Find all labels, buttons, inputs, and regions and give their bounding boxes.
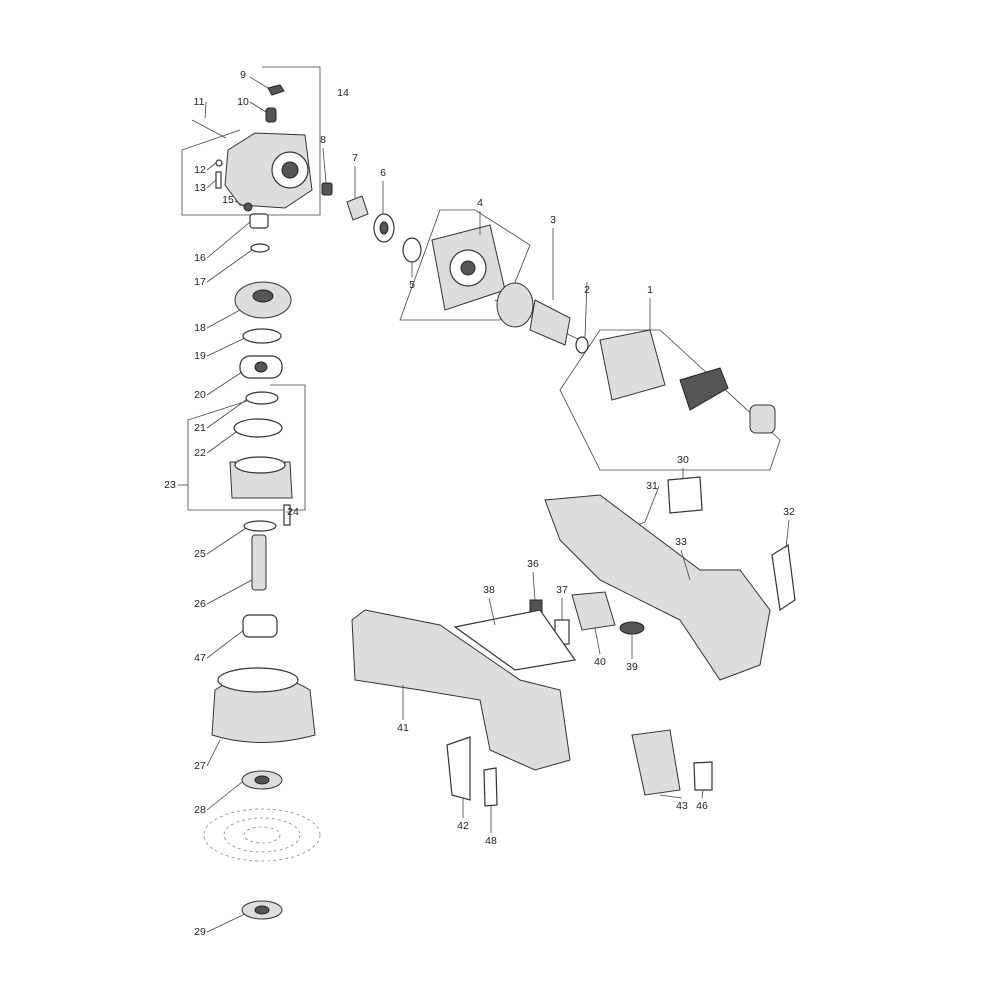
part-label-5: 5 [409, 279, 415, 291]
part-label-15: 15 [222, 194, 234, 206]
part-label-23: 23 [164, 479, 176, 491]
part-label-37: 37 [556, 584, 568, 596]
part-label-48: 48 [485, 835, 497, 847]
part-label-28: 28 [194, 804, 206, 816]
part-label-13: 13 [194, 182, 206, 194]
part-label-38: 38 [483, 584, 495, 596]
part-label-30: 30 [677, 454, 689, 466]
part-label-21: 21 [194, 422, 206, 434]
part-label-3: 3 [550, 214, 556, 226]
part-label-41: 41 [397, 722, 409, 734]
part-label-29: 29 [194, 926, 206, 938]
part-label-12: 12 [194, 164, 206, 176]
part-label-26: 26 [194, 598, 206, 610]
part-label-9: 9 [240, 69, 246, 81]
gear-housing [191, 84, 313, 212]
housing-parts [351, 476, 796, 807]
spindle-parts [203, 213, 321, 920]
part-label-27: 27 [194, 760, 206, 772]
part-label-33: 33 [675, 536, 687, 548]
part-label-19: 19 [194, 350, 206, 362]
part-label-46: 46 [696, 800, 708, 812]
part-label-10: 10 [237, 96, 249, 108]
part-label-11: 11 [194, 96, 205, 108]
part-label-14: 14 [337, 87, 349, 99]
part-label-39: 39 [626, 661, 638, 673]
part-label-24: 24 [287, 506, 299, 518]
part-label-42: 42 [457, 820, 469, 832]
drive-parts [321, 182, 506, 311]
part-label-25: 25 [194, 548, 206, 560]
part-label-36: 36 [527, 558, 539, 570]
part-label-18: 18 [194, 322, 206, 334]
part-label-6: 6 [380, 167, 386, 179]
part-label-7: 7 [352, 152, 358, 164]
part-label-8: 8 [320, 134, 326, 146]
part-label-20: 20 [194, 389, 206, 401]
part-label-4: 4 [477, 197, 483, 209]
part-labels: 1 2 3 4 5 6 7 8 9 10 11 12 13 14 15 16 1… [164, 69, 795, 938]
part-label-16: 16 [194, 252, 206, 264]
part-label-17: 17 [194, 276, 206, 288]
leader-lines [178, 76, 790, 933]
part-label-2: 2 [584, 284, 590, 296]
part-label-1: 1 [647, 284, 653, 296]
part-label-22: 22 [194, 447, 206, 459]
motor-parts [494, 282, 776, 434]
part-label-43: 43 [676, 800, 688, 812]
part-label-32: 32 [783, 506, 795, 518]
part-label-31: 31 [646, 480, 658, 492]
part-label-40: 40 [594, 656, 606, 668]
part-label-47: 47 [194, 652, 206, 664]
